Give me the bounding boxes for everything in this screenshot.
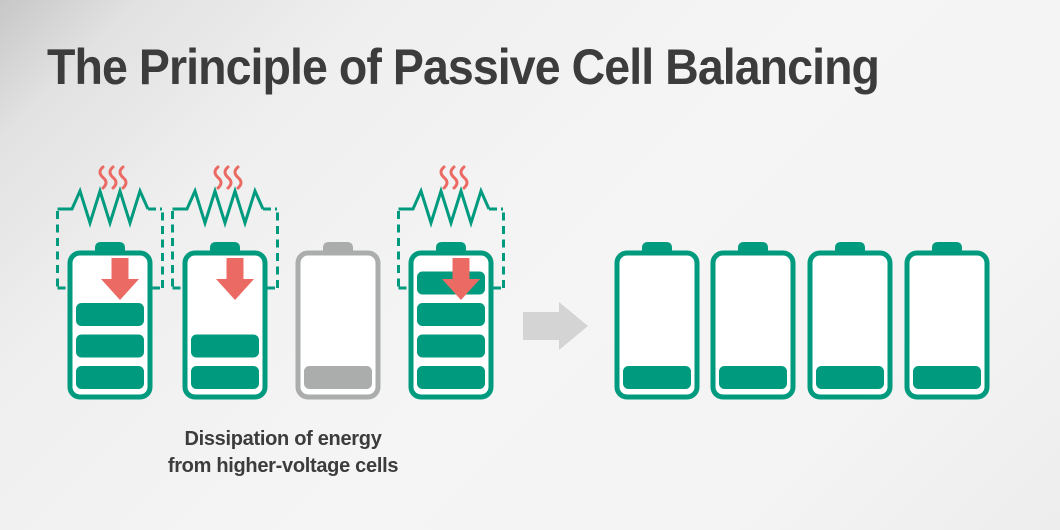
heat-waves-icon	[213, 165, 243, 190]
heat-wave	[223, 165, 233, 190]
transition-arrow-icon	[523, 302, 588, 350]
heat-waves-icon	[98, 165, 128, 190]
resistor-icon	[172, 185, 265, 229]
battery-cell-before-3	[295, 242, 381, 400]
battery-cell-after-1	[614, 242, 700, 400]
battery-cell-after-3	[807, 242, 893, 400]
battery-cap	[95, 242, 125, 254]
discharge-arrow-icon	[216, 258, 254, 300]
battery-charge-bar	[417, 334, 485, 358]
heat-wave	[118, 165, 128, 190]
heat-waves-icon	[439, 165, 469, 190]
caption-line-2: from higher-voltage cells	[167, 455, 399, 477]
battery-charge-bar	[191, 334, 259, 358]
resistor-icon	[398, 185, 491, 229]
battery-cap	[642, 242, 672, 254]
battery-cap	[436, 242, 466, 254]
battery-charge-bar	[417, 303, 485, 326]
battery-cell-before-2	[171, 165, 279, 400]
battery-charge-bar	[816, 366, 884, 389]
heat-wave	[439, 165, 449, 190]
heat-wave	[233, 165, 243, 190]
resistor-icon	[57, 185, 150, 229]
battery-cell-after-4	[904, 242, 990, 400]
battery-charge-bar	[76, 334, 144, 358]
battery-charge-bar	[76, 366, 144, 389]
battery-cap	[210, 242, 240, 254]
battery-charge-bar	[304, 366, 372, 389]
battery-cap	[738, 242, 768, 254]
battery-cell-before-1	[56, 165, 164, 400]
heat-wave	[459, 165, 469, 190]
heat-wave	[449, 165, 459, 190]
heat-wave	[213, 165, 223, 190]
page-title: The Principle of Passive Cell Balancing	[47, 39, 880, 95]
battery-cell-after-2	[710, 242, 796, 400]
battery-charge-bar	[417, 366, 485, 389]
discharge-arrow-icon	[442, 258, 480, 300]
battery-charge-bar	[623, 366, 691, 389]
battery-charge-bar	[719, 366, 787, 389]
caption: Dissipation of energy from higher-voltag…	[133, 426, 433, 480]
heat-wave	[108, 165, 118, 190]
discharge-arrow-icon	[101, 258, 139, 300]
battery-cap	[932, 242, 962, 254]
battery-charge-bar	[191, 366, 259, 389]
battery-cap	[835, 242, 865, 254]
battery-cell-before-4	[397, 165, 505, 400]
heat-wave	[98, 165, 108, 190]
battery-charge-bar	[76, 303, 144, 326]
battery-cap	[323, 242, 353, 254]
battery-charge-bar	[913, 366, 981, 389]
caption-line-1: Dissipation of energy	[184, 428, 382, 450]
